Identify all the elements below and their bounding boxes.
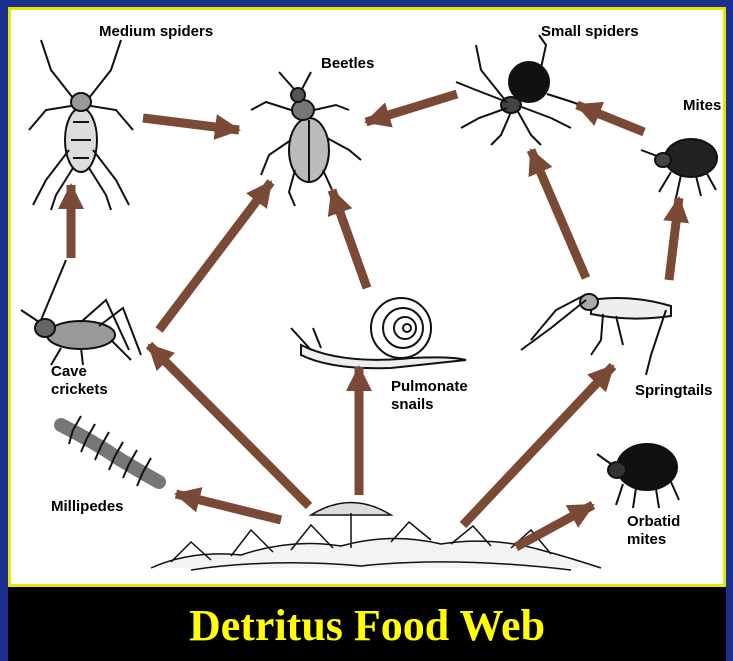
arrow-small-spiders-to-beetles [366,94,457,122]
medium-spider-illustration [29,40,133,210]
slide-title: Detritus Food Web [8,601,726,651]
label-medium-spiders: Medium spiders [99,23,213,41]
label-beetles: Beetles [321,55,374,73]
label-small-spiders: Small spiders [541,23,639,41]
label-pulmonate-snails: Pulmonate snails [391,378,468,414]
snail-illustration [291,298,466,368]
arrow-detritus-to-springtails [463,366,613,525]
title-bar: Detritus Food Web [8,587,726,661]
label-springtails: Springtails [635,382,713,400]
arrow-cave-crickets-to-beetles [159,182,271,330]
arrow-springtails-to-mites [669,198,679,280]
diagram-frame: Medium spiders Beetles Small spiders Mit… [8,7,726,587]
millipede-illustration [61,416,159,486]
arrow-medium-spiders-to-beetles [143,118,239,130]
arrow-snails-to-beetles [332,190,367,288]
springtail-illustration [521,294,671,375]
mite-illustration [641,139,717,198]
label-cave-crickets: Cave crickets [51,363,108,399]
orbatid-mite-illustration [597,444,679,508]
arrow-detritus-to-millipedes [176,494,281,520]
arrow-detritus-to-orbatid-mites [516,505,593,547]
arrow-mites-to-small-spiders [577,105,644,132]
label-millipedes: Millipedes [51,498,124,516]
cave-cricket-illustration [21,260,141,365]
arrow-springtails-to-small-spiders [531,150,586,278]
arrow-detritus-to-cave-crickets [149,345,309,506]
label-mites: Mites [683,97,721,115]
label-orbatid-mites: Orbatid mites [627,513,680,549]
small-spider-illustration [456,35,581,145]
